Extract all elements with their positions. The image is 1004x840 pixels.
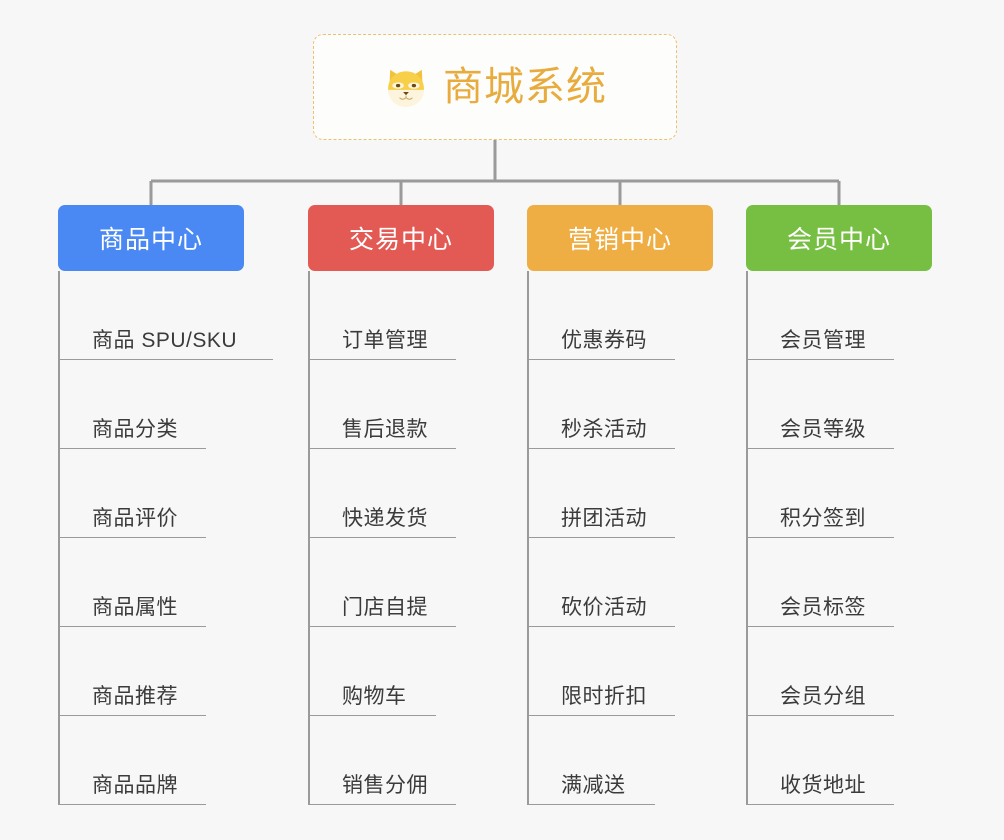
leaf-item[interactable]: 商品品牌 [58,716,244,805]
leaf-label: 收货地址 [780,774,866,797]
leaf-underline [308,447,456,449]
leaf-item[interactable]: 限时折扣 [527,627,713,716]
leaf-label: 砍价活动 [561,596,647,619]
branch-items-4: 会员管理 会员等级 积分签到 会员标签 会员分组 收货地址 [746,271,932,805]
leaf-label: 门店自提 [342,596,428,619]
branch-column-2: 交易中心 订单管理 售后退款 快递发货 门店自提 购物车 [308,205,494,805]
branch-title-2: 交易中心 [348,226,453,254]
leaf-item[interactable]: 积分签到 [746,449,932,538]
branch-header-3[interactable]: 营销中心 [527,205,713,271]
leaf-label: 秒杀活动 [561,418,647,441]
leaf-label: 商品推荐 [92,685,178,708]
leaf-item[interactable]: 门店自提 [308,538,494,627]
leaf-label: 快递发货 [342,507,428,530]
leaf-underline [58,536,206,538]
leaf-underline [527,803,655,805]
leaf-item[interactable]: 商品推荐 [58,627,244,716]
leaf-underline [527,536,675,538]
leaf-item[interactable]: 拼团活动 [527,449,713,538]
leaf-label: 会员等级 [780,418,866,441]
leaf-label: 满减送 [561,774,626,797]
leaf-underline [527,447,675,449]
leaf-underline [746,625,894,627]
leaf-label: 订单管理 [342,329,428,352]
leaf-item[interactable]: 会员标签 [746,538,932,627]
leaf-underline [58,714,206,716]
leaf-item[interactable]: 商品评价 [58,449,244,538]
leaf-item[interactable]: 会员管理 [746,271,932,360]
root-node[interactable]: 商城系统 [313,34,677,140]
leaf-label: 积分签到 [780,507,866,530]
leaf-label: 销售分佣 [342,774,428,797]
leaf-item[interactable]: 售后退款 [308,360,494,449]
leaf-label: 商品评价 [92,507,178,530]
branch-header-4[interactable]: 会员中心 [746,205,932,271]
branch-header-1[interactable]: 商品中心 [58,205,244,271]
branch-items-1: 商品 SPU/SKU 商品分类 商品评价 商品属性 商品推荐 商品品牌 [58,271,273,805]
leaf-underline [746,803,894,805]
leaf-underline [308,714,436,716]
leaf-item[interactable]: 商品 SPU/SKU [58,271,273,360]
leaf-label: 购物车 [342,685,407,708]
leaf-label: 商品 SPU/SKU [92,329,238,352]
leaf-item[interactable]: 商品属性 [58,538,244,627]
branch-items-3: 优惠券码 秒杀活动 拼团活动 砍价活动 限时折扣 满减送 [527,271,713,805]
leaf-item[interactable]: 销售分佣 [308,716,494,805]
branch-items-2: 订单管理 售后退款 快递发货 门店自提 购物车 销售分佣 [308,271,494,805]
leaf-underline [527,358,675,360]
leaf-item[interactable]: 订单管理 [308,271,494,360]
leaf-underline [308,358,456,360]
leaf-item[interactable]: 购物车 [308,627,494,716]
shiba-dog-icon [388,69,424,108]
branch-rail-3 [527,271,529,805]
leaf-underline [746,714,894,716]
leaf-underline [308,803,456,805]
leaf-label: 会员分组 [780,685,866,708]
branch-rail-1 [58,271,60,805]
branch-column-3: 营销中心 优惠券码 秒杀活动 拼团活动 砍价活动 限时折扣 [527,205,713,805]
leaf-underline [746,358,894,360]
branch-column-4: 会员中心 会员管理 会员等级 积分签到 会员标签 会员分组 [746,205,932,805]
branch-header-2[interactable]: 交易中心 [308,205,494,271]
leaf-label: 拼团活动 [561,507,647,530]
leaf-underline [527,625,675,627]
leaf-item[interactable]: 砍价活动 [527,538,713,627]
leaf-item[interactable]: 会员分组 [746,627,932,716]
branch-rail-2 [308,271,310,805]
leaf-underline [58,447,206,449]
leaf-label: 商品品牌 [92,774,178,797]
leaf-label: 商品分类 [92,418,178,441]
leaf-label: 限时折扣 [561,685,647,708]
leaf-label: 会员标签 [780,596,866,619]
leaf-item[interactable]: 商品分类 [58,360,244,449]
leaf-item[interactable]: 收货地址 [746,716,932,805]
leaf-underline [308,625,456,627]
leaf-label: 会员管理 [780,329,866,352]
leaf-item[interactable]: 秒杀活动 [527,360,713,449]
branch-title-4: 会员中心 [786,226,891,254]
leaf-item[interactable]: 满减送 [527,716,713,805]
leaf-underline [527,714,675,716]
root-title: 商城系统 [443,65,607,109]
leaf-item[interactable]: 优惠券码 [527,271,713,360]
leaf-underline [58,358,273,360]
branch-rail-4 [746,271,748,805]
leaf-item[interactable]: 快递发货 [308,449,494,538]
leaf-underline [58,625,206,627]
leaf-underline [746,536,894,538]
leaf-underline [308,536,456,538]
leaf-underline [58,803,206,805]
connector-group [149,140,841,206]
branch-column-1: 商品中心 商品 SPU/SKU 商品分类 商品评价 商品属性 商品推荐 [58,205,273,805]
branch-title-1: 商品中心 [98,226,203,254]
leaf-label: 商品属性 [92,596,178,619]
leaf-underline [746,447,894,449]
leaf-item[interactable]: 会员等级 [746,360,932,449]
leaf-label: 售后退款 [342,418,428,441]
leaf-label: 优惠券码 [561,329,647,352]
branch-title-3: 营销中心 [567,226,672,254]
